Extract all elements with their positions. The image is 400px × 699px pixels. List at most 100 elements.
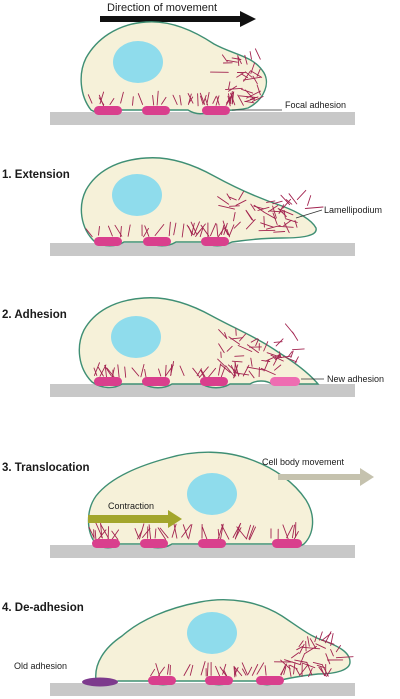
actin-filament <box>144 225 150 237</box>
actin-filament <box>249 51 252 60</box>
actin-filament <box>278 204 285 214</box>
actin-filament <box>173 522 178 539</box>
stage-translocation: 3. Translocation Contraction Cell body m… <box>2 451 374 558</box>
actin-filament <box>109 98 115 105</box>
actin-filament <box>220 364 231 373</box>
actin-filament <box>226 91 235 104</box>
actin-filament <box>127 224 131 237</box>
actin-filament <box>252 75 258 85</box>
direction-label: Direction of movement <box>107 2 217 14</box>
actin-filament <box>316 664 326 669</box>
actin-filament <box>181 524 192 538</box>
actin-filament <box>291 652 300 659</box>
step-title: 1. Extension <box>2 169 70 181</box>
actin-filament <box>99 91 105 105</box>
actin-filament <box>235 199 247 206</box>
step-title: 4. De-adhesion <box>2 602 84 614</box>
actin-filament <box>273 353 280 366</box>
actin-filament <box>132 96 134 106</box>
actin-filament <box>254 48 261 60</box>
actin-filament <box>240 73 249 79</box>
actin-filament <box>87 94 93 104</box>
actin-filament <box>218 343 225 354</box>
actin-filament <box>250 338 258 343</box>
actin-filament <box>266 352 283 359</box>
actin-filament <box>291 524 296 539</box>
actin-filament <box>216 96 220 106</box>
actin-filament <box>144 369 147 378</box>
actin-filament <box>131 367 140 377</box>
actin-filament <box>304 206 324 209</box>
actin-filament <box>200 369 205 379</box>
actin-filament <box>188 96 194 104</box>
focal-adhesion <box>94 106 122 115</box>
actin-filament <box>307 195 312 206</box>
direction-arrow <box>100 11 256 27</box>
actin-filament <box>296 189 307 201</box>
focal-adhesion <box>256 676 284 685</box>
actin-filament <box>265 224 281 230</box>
actin-filament <box>218 329 228 339</box>
actin-filaments <box>93 323 305 379</box>
actin-filament <box>335 645 341 653</box>
actin-filament <box>137 93 144 105</box>
focal-adhesion <box>202 106 230 115</box>
actin-filament <box>236 72 244 78</box>
actin-filament <box>173 222 177 236</box>
actin-filament <box>256 84 261 96</box>
actin-filament <box>143 227 149 238</box>
actin-filament <box>218 363 221 376</box>
actin-filament <box>170 364 173 376</box>
actin-filament <box>246 90 261 99</box>
step-title: 2. Adhesion <box>2 309 67 321</box>
nucleus <box>112 174 162 216</box>
actin-filament <box>104 365 112 377</box>
actin-filament <box>266 200 276 203</box>
actin-filament <box>226 193 231 201</box>
actin-filament <box>225 96 232 106</box>
actin-filament <box>308 668 313 678</box>
actin-filament <box>190 221 198 235</box>
focal-adhesion <box>143 237 171 246</box>
actin-filament <box>124 366 127 378</box>
actin-filament <box>253 204 265 213</box>
actin-filament <box>140 363 145 378</box>
actin-filament <box>246 524 251 539</box>
actin-filament <box>326 668 332 677</box>
nucleus <box>187 612 237 654</box>
actin-filament <box>107 225 113 237</box>
substrate <box>50 243 355 256</box>
actin-filament <box>207 367 217 379</box>
actin-filament <box>93 362 100 376</box>
actin-filament <box>88 526 95 539</box>
actin-filament <box>200 95 204 104</box>
actin-filament <box>283 666 287 675</box>
focal-adhesion <box>142 106 170 115</box>
actin-filament <box>199 92 206 105</box>
actin-filament <box>210 222 217 237</box>
contraction-arrow <box>88 510 182 528</box>
actin-filament <box>241 668 247 676</box>
actin-filament <box>257 206 270 211</box>
actin-filament <box>229 205 240 207</box>
actin-filament <box>282 524 289 541</box>
actin-filament <box>263 215 265 228</box>
actin-filament <box>142 527 151 538</box>
actin-filament <box>226 60 238 63</box>
actin-filament <box>250 357 253 367</box>
actin-filament <box>158 368 162 377</box>
actin-filament <box>152 94 155 106</box>
actin-filament <box>117 364 120 378</box>
actin-filament <box>279 351 282 358</box>
focal-adhesion <box>92 539 120 548</box>
actin-filament <box>241 88 254 94</box>
actin-filament <box>233 221 241 229</box>
actin-filament <box>324 631 332 644</box>
actin-filament <box>217 228 225 238</box>
actin-filament <box>272 212 278 225</box>
actin-filament <box>288 193 298 205</box>
actin-filament <box>167 663 170 675</box>
actin-filament <box>273 231 286 233</box>
actin-filament <box>200 661 206 676</box>
actin-filament <box>217 529 220 539</box>
